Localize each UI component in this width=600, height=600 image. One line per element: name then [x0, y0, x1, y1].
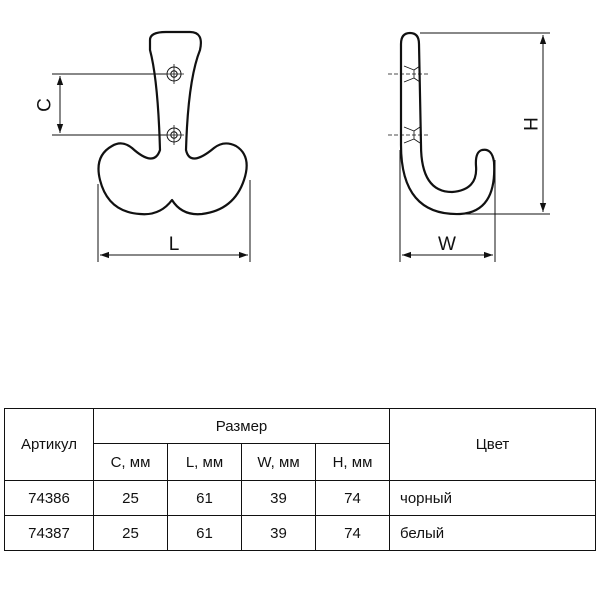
dimension-c-label: C — [35, 98, 56, 112]
dimension-h-label: H — [522, 117, 543, 131]
technical-drawing: C L H W — [35, 30, 550, 262]
table-header-row: Артикул Размер Цвет — [4, 408, 596, 481]
hook-side-view — [388, 31, 496, 216]
header-color: Цвет — [389, 408, 596, 481]
hook-front-view — [97, 30, 248, 216]
cell-article: 74386 — [4, 480, 94, 516]
header-h: H, мм — [315, 443, 390, 481]
header-c: C, мм — [93, 443, 168, 481]
header-l: L, мм — [167, 443, 242, 481]
header-size-group: Размер — [93, 408, 390, 444]
table-subheader-row: C, мм L, мм W, мм H, мм — [5, 443, 596, 481]
dimension-c: C — [35, 73, 166, 136]
cell-h: 74 — [315, 480, 390, 516]
cell-l: 61 — [167, 480, 242, 516]
screw-hole-upper — [164, 64, 184, 84]
dimension-w: W — [399, 150, 496, 262]
dimension-l-label: L — [169, 234, 180, 255]
screw-hole-lower — [164, 125, 184, 145]
header-article: Артикул — [4, 408, 94, 481]
dimension-l: L — [97, 180, 251, 262]
cell-article: 74387 — [4, 515, 94, 551]
cell-h: 74 — [315, 515, 390, 551]
spec-table: Артикул Размер Цвет C, мм L, мм W, мм H,… — [4, 408, 596, 551]
cell-w: 39 — [241, 515, 316, 551]
table-row: 74387 25 61 39 74 белый — [4, 515, 596, 551]
table-row: 74386 25 61 39 74 чорный — [4, 480, 596, 516]
header-w: W, мм — [241, 443, 316, 481]
cell-c: 25 — [93, 515, 168, 551]
cell-color: белый — [389, 515, 596, 551]
dimension-w-label: W — [438, 234, 456, 255]
screw-mark-upper — [388, 65, 430, 83]
cell-color: чорный — [389, 480, 596, 516]
cell-w: 39 — [241, 480, 316, 516]
dimension-h: H — [420, 32, 550, 215]
cell-c: 25 — [93, 480, 168, 516]
screw-mark-lower — [388, 126, 430, 144]
cell-l: 61 — [167, 515, 242, 551]
